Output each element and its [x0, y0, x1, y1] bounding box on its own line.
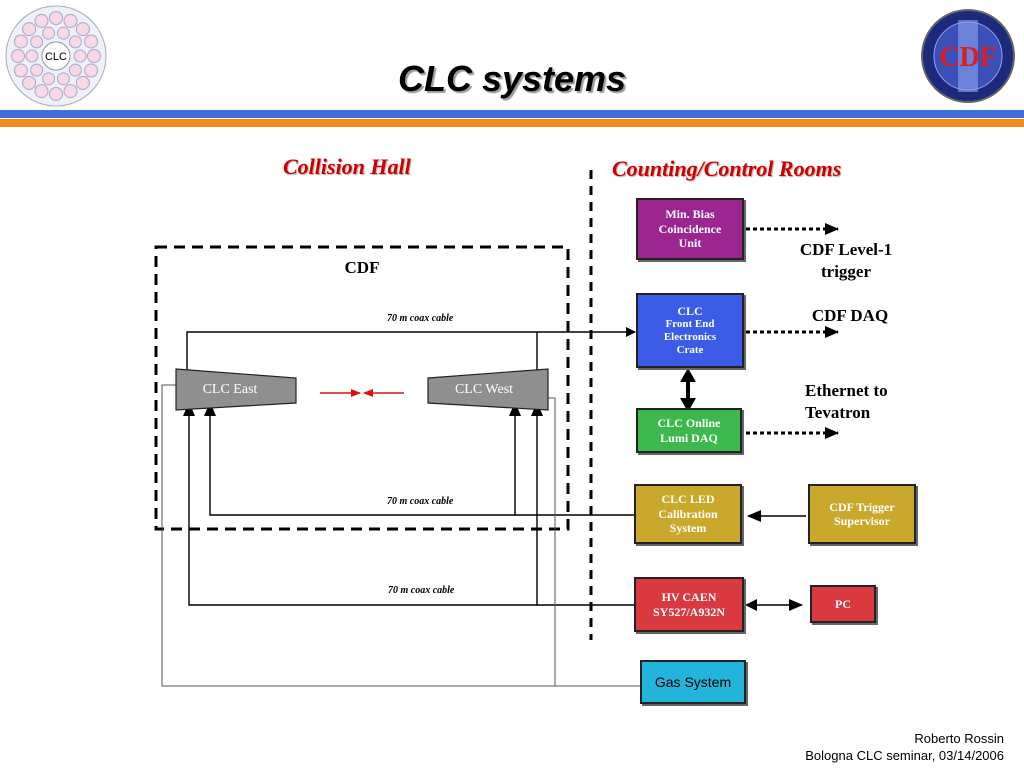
fiber-circle [87, 49, 101, 63]
fiber-circle [63, 84, 78, 99]
cdf-label: CDF [344, 258, 380, 277]
level1-trigger-label: CDF Level-1 trigger [786, 239, 906, 283]
clc-east-shape [175, 368, 297, 411]
footer-author: Roberto Rossin [914, 731, 1004, 746]
gas-line [161, 384, 640, 687]
collision-hall-title: Collision Hall [283, 154, 411, 179]
led-cal-line-3: System [669, 521, 707, 536]
clc-logo-text: CLC [45, 51, 67, 63]
fiber-circle [73, 49, 87, 63]
fiber-circle [11, 49, 25, 63]
cdf-logo-text: CDF [939, 42, 997, 73]
header-bar-blue [0, 110, 1024, 118]
front-end-crate-box: CLC Front End Electronics Crate [636, 293, 744, 368]
front-end-line-4: Crate [676, 344, 704, 357]
min-bias-line-3: Unit [678, 236, 702, 251]
cdf-enclosure [154, 245, 570, 531]
fiber-circle [75, 22, 90, 37]
coax-middle [509, 402, 634, 516]
clc-west-label: CLC West [454, 382, 514, 397]
header-bar-orange [0, 119, 1024, 127]
clc-logo: CLC [4, 4, 108, 108]
level1-line-1: CDF Level-1 [799, 240, 893, 259]
cable-label-top: 70 m coax cable [387, 313, 454, 324]
ethernet-line-2: Tevatron [805, 403, 871, 423]
min-bias-box: Min. Bias Coincidence Unit [636, 198, 744, 260]
led-cal-line-1: CLC LED [661, 492, 715, 507]
clc-west-shape [427, 368, 549, 411]
hv-line-2: SY527/A932N [652, 604, 725, 619]
hv-caen-box: HV CAEN SY527/A932N [634, 577, 744, 632]
coax-bottom [531, 402, 634, 606]
ethernet-label: Ethernet to Tevatron [805, 380, 888, 424]
fiber-circle [68, 63, 82, 77]
fiber-circle [42, 26, 56, 40]
pc-label: PC [835, 596, 851, 611]
trigger-supervisor-box: CDF Trigger Supervisor [808, 484, 916, 544]
coax-top [186, 327, 636, 370]
gas-system-box: Gas System [640, 660, 746, 704]
front-end-line-2: Front End [665, 317, 715, 330]
fiber-circle [30, 63, 44, 77]
ethernet-line-1: Ethernet to [805, 381, 888, 400]
cable-label-bottom: 70 m coax cable [388, 585, 455, 596]
fiber-circle [56, 72, 70, 86]
slide-title: CLC systems [397, 58, 627, 99]
fiber-circle [49, 87, 63, 101]
supervisor-line-2: Supervisor [833, 514, 890, 528]
fiber-circle [34, 13, 49, 28]
fiber-circle [13, 34, 28, 49]
online-lumi-daq-box: CLC Online Lumi DAQ [636, 408, 742, 453]
fiber-circle [34, 84, 49, 99]
pc-box: PC [810, 585, 876, 623]
led-cal-line-2: Calibration [658, 506, 718, 521]
fiber-circle [75, 75, 90, 90]
counting-rooms-title: Counting/Control Rooms [612, 156, 842, 181]
level1-line-2: trigger [820, 262, 872, 282]
fiber-circle [30, 35, 44, 49]
clc-fiber-bundle-logo: CLC [5, 5, 107, 107]
fiber-circle [49, 11, 63, 25]
fiber-circle [22, 75, 37, 90]
fiber-circle [84, 34, 99, 49]
led-calibration-box: CLC LED Calibration System [634, 484, 742, 544]
supervisor-line-1: CDF Trigger [829, 499, 895, 514]
min-bias-line-2: Coincidence [658, 221, 722, 236]
clc-east-label: CLC East [202, 382, 258, 397]
footer-event: Bologna CLC seminar, 03/14/2006 [805, 748, 1004, 763]
fiber-circle [68, 35, 82, 49]
daq-line-1: CDF DAQ [811, 306, 889, 325]
fiber-circle [25, 49, 39, 63]
cdf-logo: CDF [920, 8, 1016, 104]
online-lumi-line-1: CLC Online [657, 416, 721, 431]
online-lumi-line-2: Lumi DAQ [660, 430, 718, 445]
fiber-circle [22, 22, 37, 37]
fiber-circle [63, 13, 78, 28]
hv-line-1: HV CAEN [661, 590, 717, 605]
fiber-circle [56, 26, 70, 40]
cdf-ii-logo: CDF [921, 9, 1015, 103]
front-end-line-1: CLC [677, 303, 703, 318]
cable-label-middle: 70 m coax cable [387, 496, 454, 507]
fiber-circle [42, 72, 56, 86]
front-end-line-3: Electronics [663, 331, 717, 344]
min-bias-line-1: Min. Bias [665, 207, 715, 222]
fiber-circle [13, 63, 28, 78]
gas-system-label: Gas System [654, 673, 732, 690]
cdf-daq-label: CDF DAQ [796, 305, 904, 327]
fiber-circle [84, 63, 99, 78]
